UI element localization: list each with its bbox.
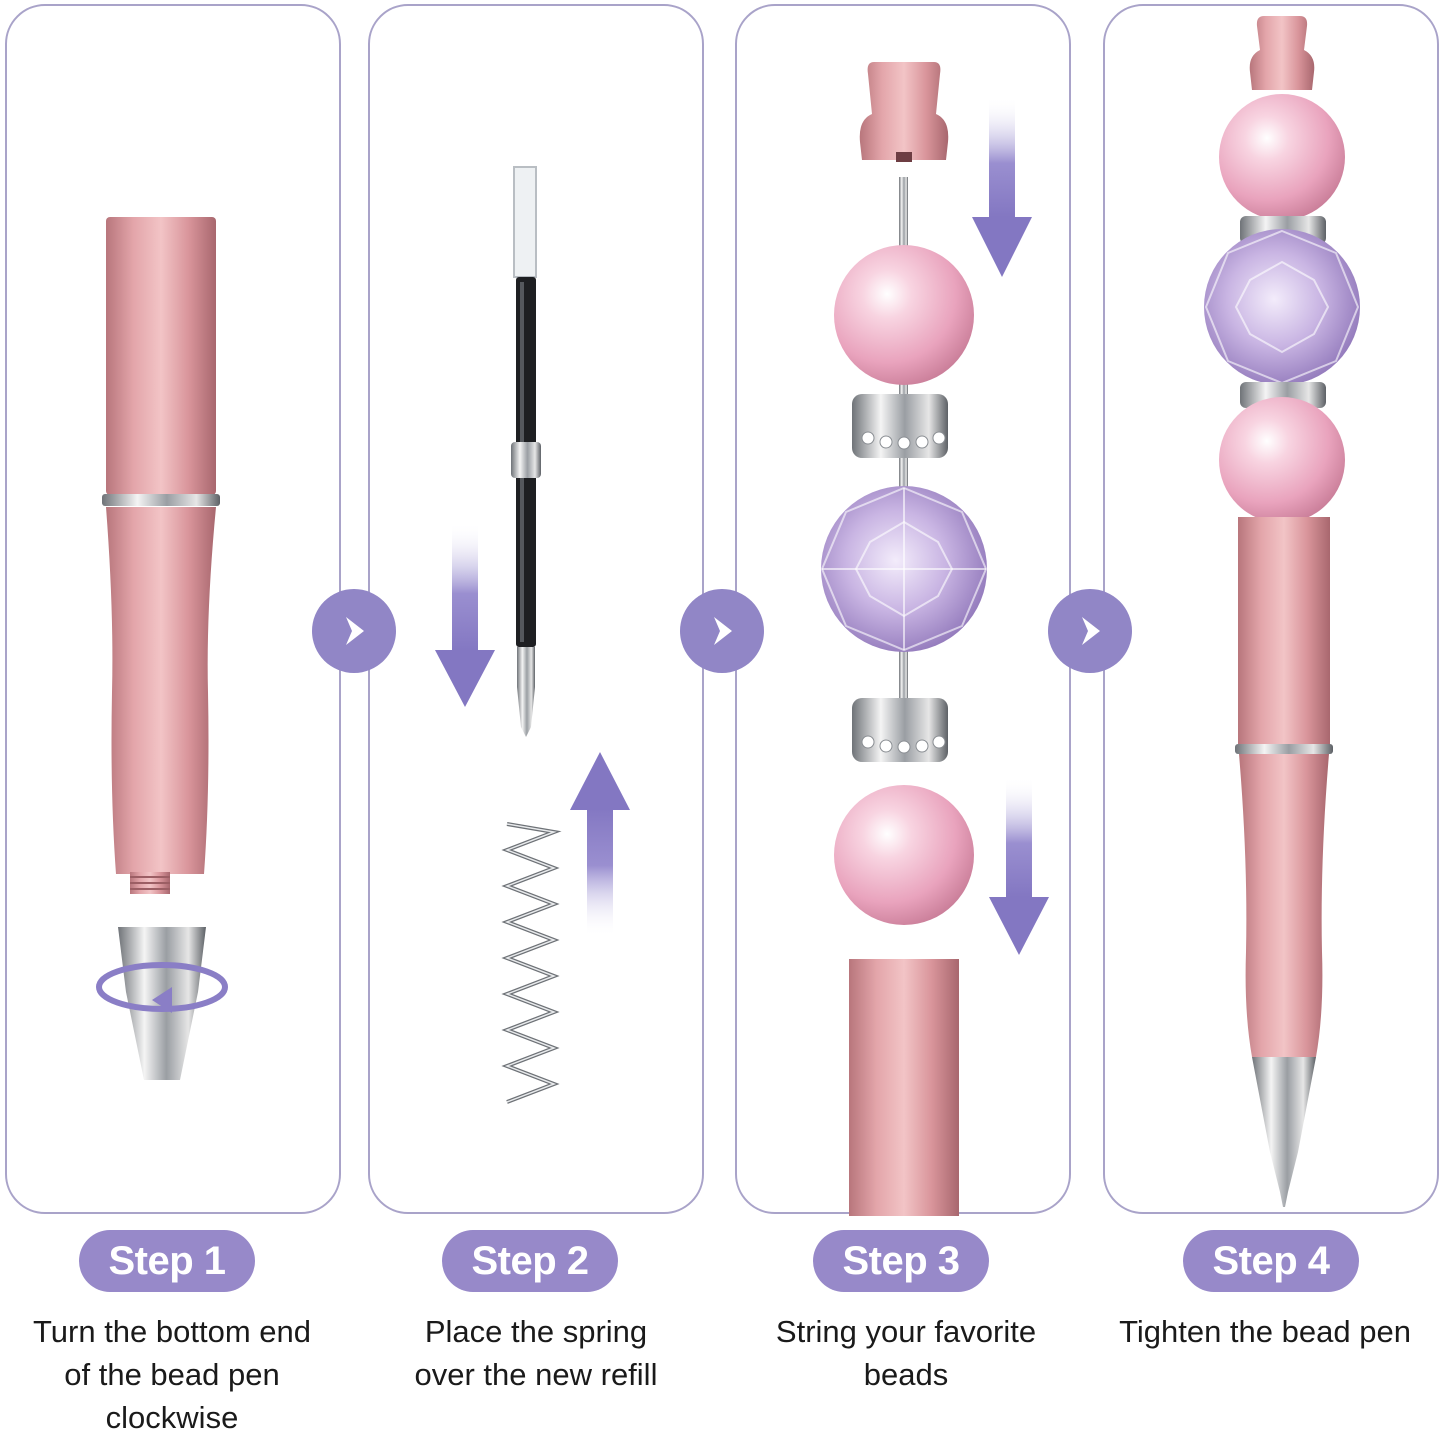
caption-line: over the new refill [414,1357,658,1392]
caption-line: Place the spring [424,1314,648,1349]
caption-line: clockwise [105,1400,239,1435]
step-1-panel [5,4,341,1214]
next-arrow-button-2 [680,589,764,673]
step-3-caption: String your favorite beads [726,1310,1086,1396]
step-3-badge: Step 3 [813,1230,989,1292]
assembled-bead-pen-illustration [1204,16,1360,1207]
caption-line: String your favorite [775,1314,1037,1349]
chevron-right-icon [1082,617,1100,645]
step-2-badge: Step 2 [442,1230,618,1292]
step-2-caption: Place the spring over the new refill [356,1310,716,1396]
step-4-badge: Step 4 [1183,1230,1359,1292]
step-2-panel [368,4,704,1214]
step-1-caption: Turn the bottom end of the bead pen cloc… [0,1310,352,1439]
step-4-panel [1103,4,1439,1214]
step-1-badge: Step 1 [79,1230,255,1292]
beads-stringing-illustration [820,62,1049,1216]
next-arrow-button-1 [312,589,396,673]
next-arrow-button-3 [1048,589,1132,673]
step-3-panel [735,4,1071,1216]
step-4-caption: Tighten the bead pen [1085,1310,1445,1353]
chevron-right-icon [714,617,732,645]
caption-line: of the bead pen [64,1357,280,1392]
refill-and-spring-illustration [435,166,630,1104]
caption-line: Tighten the bead pen [1119,1314,1411,1349]
unscrewed-pen-illustration [96,217,228,1080]
caption-line: beads [863,1357,949,1392]
caption-line: Turn the bottom end [32,1314,312,1349]
chevron-right-icon [346,617,364,645]
